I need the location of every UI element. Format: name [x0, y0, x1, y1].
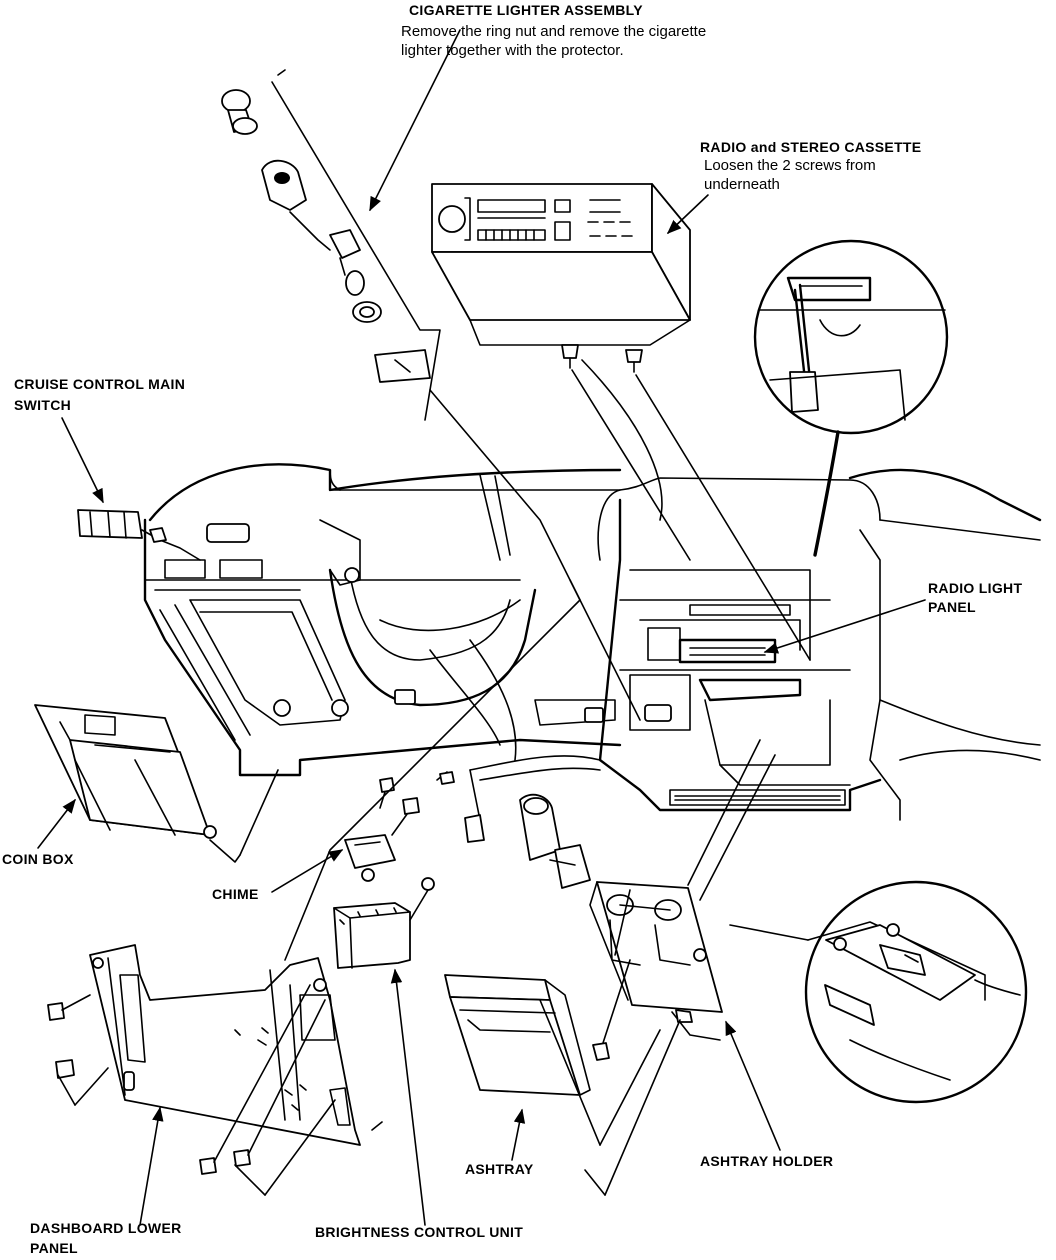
- radio-light-panel-label-1: RADIO LIGHT: [928, 580, 1023, 596]
- radio-light-panel-label-2: PANEL: [928, 599, 976, 615]
- ashtray-detail-circle: [729, 880, 1028, 1104]
- radio-cassette-note-1: Loosen the 2 screws from: [704, 157, 876, 174]
- dashboard-lower-panel-label-2: PANEL: [30, 1240, 78, 1256]
- coin-box-label: COIN BOX: [2, 851, 74, 867]
- cruise-control-label-1: CRUISE CONTROL MAIN: [14, 376, 186, 392]
- brightness-control-unit-label: BRIGHTNESS CONTROL UNIT: [315, 1224, 524, 1240]
- cigarette-lighter-note-2: lighter together with the protector.: [401, 42, 624, 59]
- leader-lines: [37, 29, 926, 1226]
- brightness-control-unit-part: [333, 877, 435, 969]
- ashtray-holder-label: ASHTRAY HOLDER: [700, 1153, 834, 1169]
- ashtray-part: [444, 974, 591, 1096]
- dashboard-lower-panel-label-1: DASHBOARD LOWER: [30, 1220, 182, 1236]
- ashtray-label: ASHTRAY: [465, 1161, 534, 1177]
- harness-connectors: [464, 793, 591, 889]
- cigarette-lighter-note-1: Remove the ring nut and remove the cigar…: [401, 23, 707, 40]
- cigarette-lighter-parts: [221, 69, 641, 721]
- radio-cassette-note-2: underneath: [704, 176, 780, 193]
- coin-box-part: [34, 704, 279, 863]
- dashboard-shell: [143, 463, 1042, 821]
- dashboard-lower-panel-part: [47, 944, 383, 1175]
- cruise-control-label-2: SWITCH: [14, 397, 72, 413]
- chime-label: CHIME: [212, 886, 259, 902]
- radio-removal-detail-circle: [753, 239, 949, 557]
- chime-part: [344, 771, 455, 882]
- cruise-control-switch-part: [77, 509, 201, 561]
- radio-cassette-unit: [431, 183, 811, 661]
- radio-cassette-title: RADIO and STEREO CASSETTE: [700, 139, 922, 155]
- ashtray-holder-part: [589, 881, 723, 1061]
- cigarette-lighter-title: CIGARETTE LIGHTER ASSEMBLY: [409, 2, 643, 18]
